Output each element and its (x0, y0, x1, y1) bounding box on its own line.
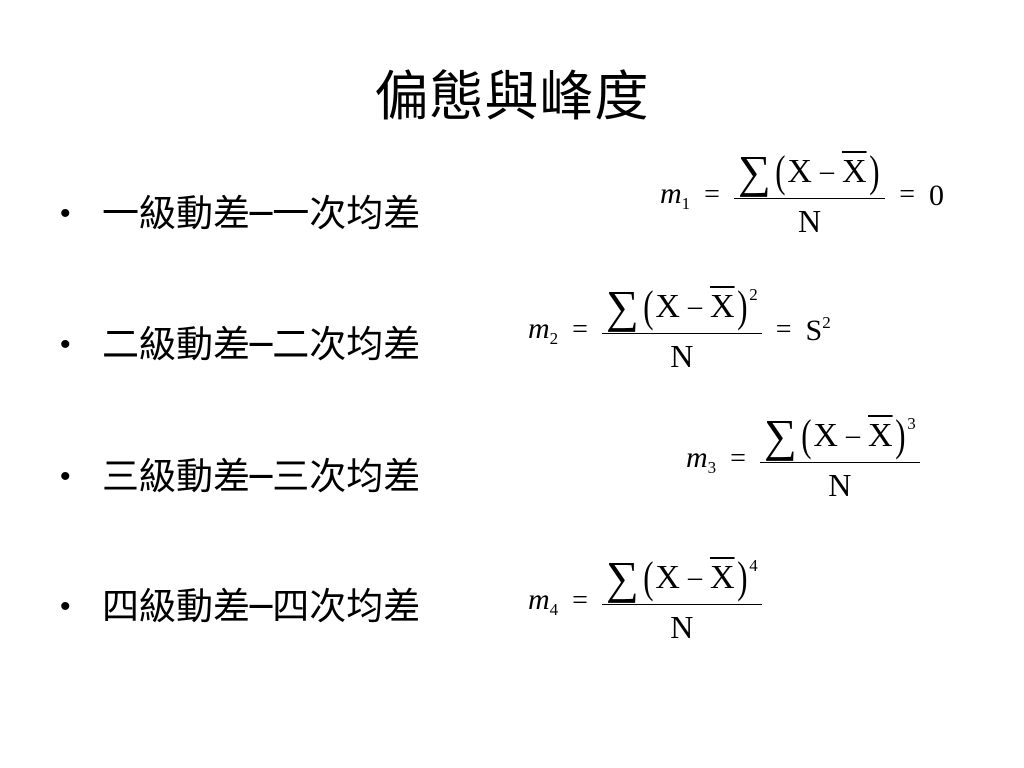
fraction: ∑ ( X – X ) N (733, 146, 886, 240)
bullet-item-4: • 四級動差─四次均差 (60, 584, 420, 630)
bullet-text: 二級動差─二次均差 (102, 323, 421, 366)
bullet-dot: • (60, 197, 71, 230)
x-bar: X (709, 288, 735, 325)
equals-sign: = (730, 443, 746, 474)
x-bar: X (867, 417, 893, 454)
equation-rhs: S2 (805, 312, 831, 347)
denominator: N (798, 203, 822, 239)
denominator: N (828, 467, 852, 503)
exponent: 3 (907, 414, 916, 433)
equation-lhs: m4 (528, 582, 559, 619)
equation-second-moment: m2 = ∑ ( X – X ) 2 N = S2 (528, 281, 831, 375)
equals-sign: = (899, 179, 915, 210)
equation-lhs: m1 (660, 176, 691, 213)
equation-lhs: m2 (528, 311, 559, 348)
denominator: N (670, 609, 694, 645)
sigma-symbol: ∑ (737, 146, 771, 197)
bullet-text: 四級動差─四次均差 (102, 585, 421, 628)
numerator: ∑ ( X – X ) (733, 146, 886, 199)
equation-rhs: 0 (929, 178, 944, 212)
denominator: N (670, 338, 694, 374)
bullet-item-1: • 一級動差─一次均差 (60, 191, 420, 237)
equals-sign: = (704, 179, 720, 210)
numerator: ∑ ( X – X ) 3 (759, 410, 920, 463)
equation-lhs: m3 (686, 440, 717, 477)
exponent: 2 (749, 285, 758, 304)
bullet-dot: • (60, 460, 71, 493)
equals-sign: = (572, 585, 588, 616)
numerator: ∑ ( X – X ) 2 (601, 281, 762, 334)
bullet-text: 一級動差─一次均差 (102, 192, 421, 235)
slide-title: 偏態與峰度 (374, 65, 650, 128)
sigma-symbol: ∑ (605, 552, 639, 603)
bullet-dot: • (60, 328, 71, 361)
sigma-symbol: ∑ (763, 410, 797, 461)
equation-first-moment: m1 = ∑ ( X – X ) N = 0 (660, 146, 944, 240)
sigma-symbol: ∑ (605, 281, 639, 332)
fraction: ∑ ( X – X ) 3 N (759, 410, 920, 504)
equation-third-moment: m3 = ∑ ( X – X ) 3 N (686, 410, 920, 504)
bullet-dot: • (60, 590, 71, 623)
equals-sign: = (572, 314, 588, 345)
equation-fourth-moment: m4 = ∑ ( X – X ) 4 N (528, 552, 762, 646)
numerator: ∑ ( X – X ) 4 (601, 552, 762, 605)
x-bar: X (841, 153, 867, 190)
bullet-text: 三級動差─三次均差 (102, 455, 421, 498)
equals-sign: = (775, 314, 792, 345)
fraction: ∑ ( X – X ) 4 N (601, 552, 762, 646)
fraction: ∑ ( X – X ) 2 N (601, 281, 762, 375)
bullet-item-2: • 二級動差─二次均差 (60, 322, 420, 368)
exponent: 4 (749, 556, 758, 575)
x-bar: X (709, 559, 735, 596)
bullet-item-3: • 三級動差─三次均差 (60, 454, 420, 500)
